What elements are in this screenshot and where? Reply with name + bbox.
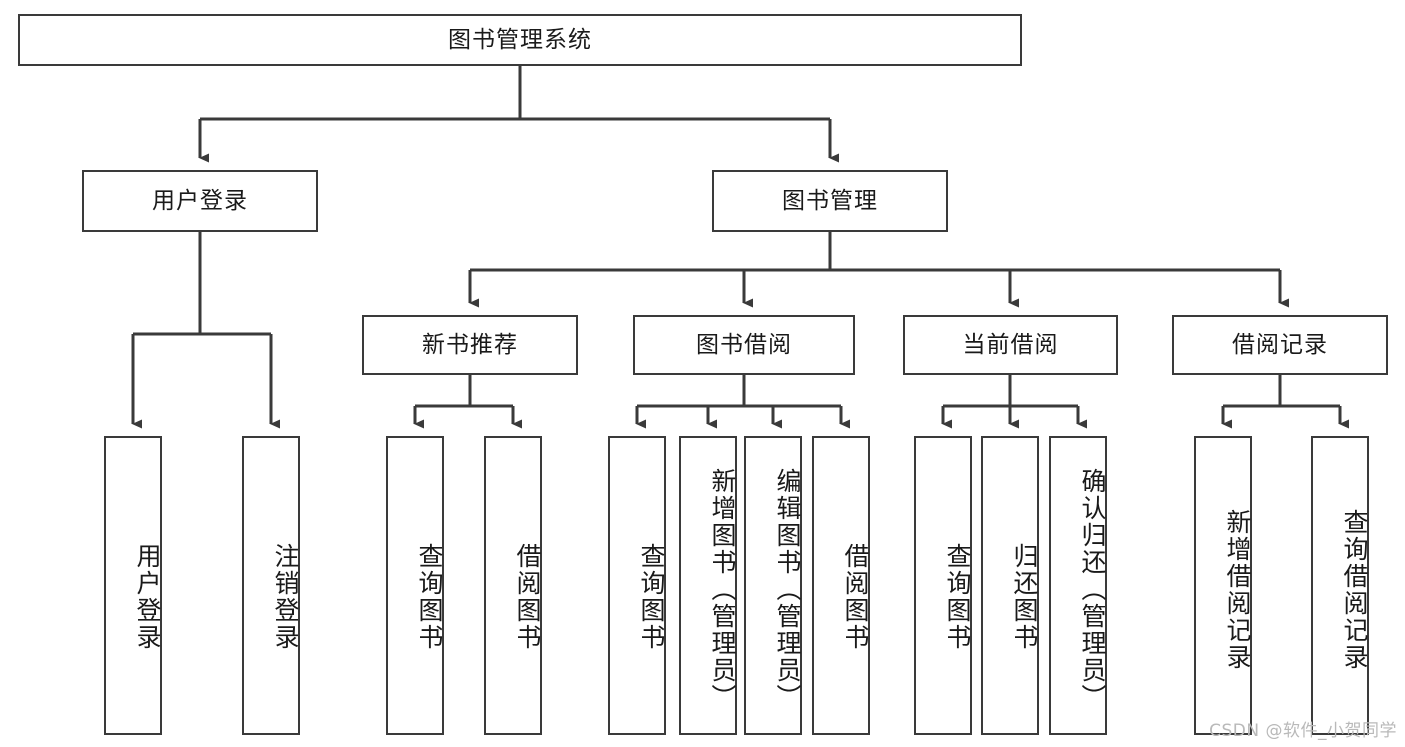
- leaf-edit-book-admin[interactable]: 编辑图书（管理员）: [744, 436, 802, 735]
- node-label: 确认归还（管理员）: [1078, 468, 1107, 711]
- leaf-confirm-return-admin[interactable]: 确认归还（管理员）: [1049, 436, 1107, 735]
- node-current-borrowing[interactable]: 当前借阅: [903, 315, 1118, 375]
- node-label: 新增图书（管理员）: [708, 468, 737, 711]
- leaf-borrow-books-recommend[interactable]: 借阅图书: [484, 436, 542, 735]
- node-label: 借阅记录: [1232, 331, 1328, 358]
- node-user-login[interactable]: 用户登录: [82, 170, 318, 232]
- leaf-query-borrow-record[interactable]: 查询借阅记录: [1311, 436, 1369, 735]
- node-label: 当前借阅: [962, 331, 1059, 358]
- leaf-user-login[interactable]: 用户登录: [104, 436, 162, 735]
- node-label: 编辑图书（管理员）: [773, 468, 802, 711]
- leaf-query-books-current[interactable]: 查询图书: [914, 436, 972, 735]
- node-label: 用户登录: [152, 187, 248, 214]
- node-label: 注销登录: [271, 542, 300, 651]
- leaf-add-book-admin[interactable]: 新增图书（管理员）: [679, 436, 737, 735]
- leaf-borrow-books[interactable]: 借阅图书: [812, 436, 870, 735]
- node-label: 归还图书: [1010, 542, 1039, 651]
- node-label: 借阅图书: [513, 542, 542, 651]
- node-label: 用户登录: [133, 542, 162, 651]
- node-label: 图书借阅: [696, 331, 792, 358]
- node-borrowing-records[interactable]: 借阅记录: [1172, 315, 1388, 375]
- node-label: 查询图书: [637, 542, 666, 651]
- node-book-borrowing[interactable]: 图书借阅: [633, 315, 855, 375]
- node-label: 查询借阅记录: [1340, 508, 1369, 671]
- node-label: 借阅图书: [841, 542, 870, 651]
- node-new-book-recommendation[interactable]: 新书推荐: [362, 315, 578, 375]
- node-book-management[interactable]: 图书管理: [712, 170, 948, 232]
- leaf-return-books[interactable]: 归还图书: [981, 436, 1039, 735]
- node-label: 查询图书: [415, 542, 444, 651]
- node-book-management-system[interactable]: 图书管理系统: [18, 14, 1022, 66]
- node-label: 新增借阅记录: [1223, 508, 1252, 671]
- leaf-logout[interactable]: 注销登录: [242, 436, 300, 735]
- node-label: 查询图书: [943, 542, 972, 651]
- leaf-query-books-recommend[interactable]: 查询图书: [386, 436, 444, 735]
- leaf-add-borrow-record[interactable]: 新增借阅记录: [1194, 436, 1252, 735]
- leaf-query-books-borrow[interactable]: 查询图书: [608, 436, 666, 735]
- node-label: 新书推荐: [422, 331, 518, 358]
- node-label: 图书管理系统: [448, 26, 592, 53]
- node-label: 图书管理: [782, 187, 878, 214]
